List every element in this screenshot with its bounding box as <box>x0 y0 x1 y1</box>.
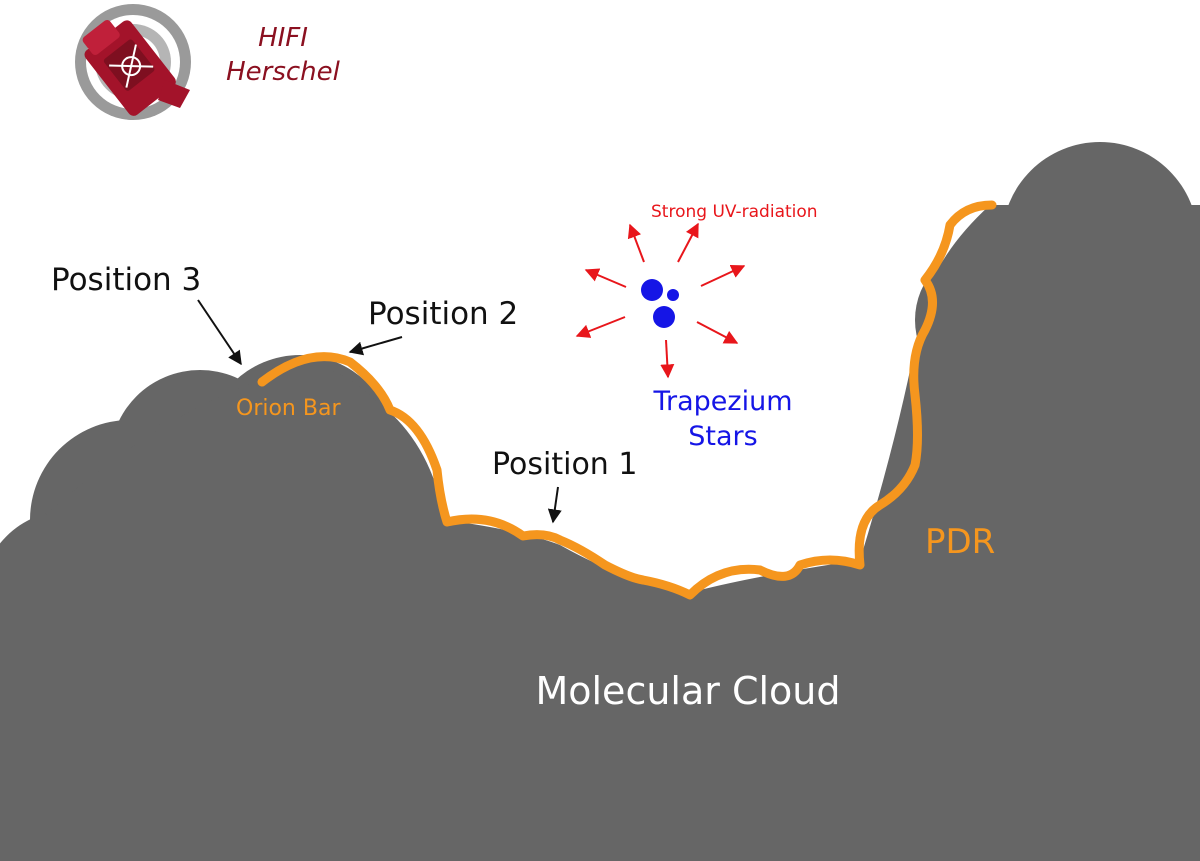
position3-label: Position 3 <box>51 262 201 298</box>
logo-line2: Herschel <box>226 57 341 87</box>
position1-label: Position 1 <box>492 447 637 482</box>
herschel-telescope-icon <box>75 4 191 120</box>
uv-radiation-arrows <box>575 222 746 379</box>
position2-arrow <box>348 336 403 356</box>
pdr-edge-line <box>257 200 997 600</box>
molecular-cloud-label: Molecular Cloud <box>535 669 840 713</box>
orion-bar-label: Orion Bar <box>236 396 341 421</box>
position2-label: Position 2 <box>368 296 518 332</box>
pdr-label: PDR <box>925 522 995 562</box>
molecular-cloud-shape <box>0 142 1200 861</box>
logo-line1: HIFI <box>258 23 308 53</box>
position1-arrow <box>547 486 562 524</box>
trapezium-label-line2: Stars <box>688 421 757 452</box>
trapezium-stars <box>641 279 679 328</box>
trapezium-label-line1: Trapezium <box>652 386 792 417</box>
strong-uv-label: Strong UV-radiation <box>651 202 818 222</box>
position3-arrow <box>197 299 242 366</box>
